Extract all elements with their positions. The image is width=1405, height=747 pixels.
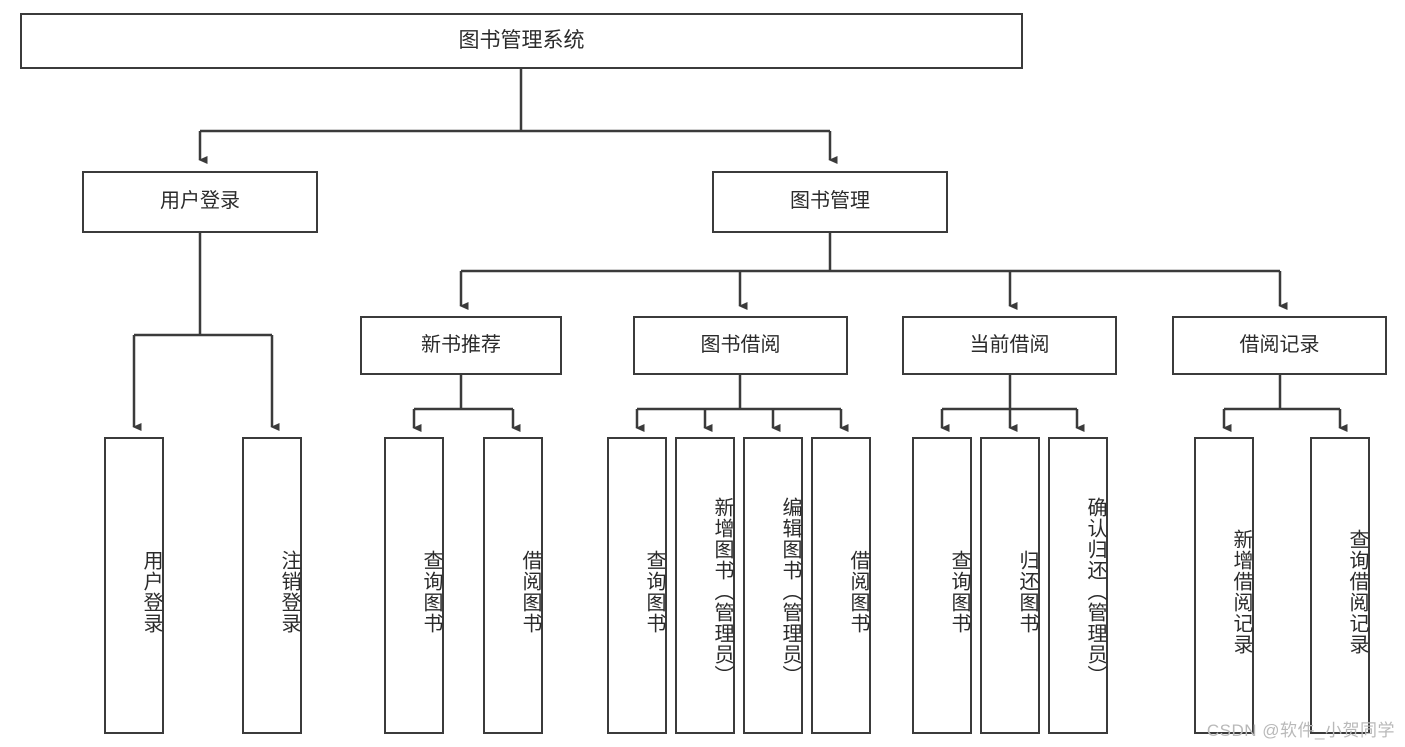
node-label: 查询图书 [420, 549, 442, 634]
node-user-login[interactable]: 用户登录 [82, 171, 318, 233]
node-label: 编辑图书（管理员） [779, 497, 801, 686]
leaf-borrow-add-book-admin[interactable]: 新增图书（管理员） [675, 437, 735, 734]
node-label: 图书借阅 [700, 333, 781, 356]
node-label: 用户登录 [160, 190, 240, 213]
leaf-record-add[interactable]: 新增借阅记录 [1194, 437, 1254, 734]
leaf-record-query[interactable]: 查询借阅记录 [1310, 437, 1370, 734]
node-label: 查询图书 [948, 549, 970, 634]
node-label: 图书管理 [790, 190, 870, 213]
node-label: 当前借阅 [969, 333, 1050, 356]
leaf-borrow-edit-book-admin[interactable]: 编辑图书（管理员） [743, 437, 803, 734]
leaf-borrow-query-book[interactable]: 查询图书 [607, 437, 667, 734]
node-label: 确认归还（管理员） [1084, 497, 1106, 686]
leaf-current-query-book[interactable]: 查询图书 [912, 437, 972, 734]
node-label: 查询借阅记录 [1346, 528, 1368, 655]
leaf-borrow-borrow-book[interactable]: 借阅图书 [811, 437, 871, 734]
leaf-current-return-book[interactable]: 归还图书 [980, 437, 1040, 734]
leaf-new-book-query[interactable]: 查询图书 [384, 437, 444, 734]
leaf-current-confirm-return-admin[interactable]: 确认归还（管理员） [1048, 437, 1108, 734]
node-label: 借阅图书 [519, 549, 541, 634]
watermark: CSDN @软件_小贺同学 [1206, 721, 1395, 740]
node-label: 借阅图书 [847, 549, 869, 634]
node-book-borrow[interactable]: 图书借阅 [633, 316, 848, 375]
node-current-borrow[interactable]: 当前借阅 [902, 316, 1117, 375]
node-label: 图书管理系统 [458, 28, 585, 52]
leaf-user-login-login[interactable]: 用户登录 [104, 437, 164, 734]
node-label: 新增图书（管理员） [711, 497, 733, 686]
node-book-management[interactable]: 图书管理 [712, 171, 948, 233]
node-borrow-record[interactable]: 借阅记录 [1172, 316, 1387, 375]
node-label: 借阅记录 [1239, 333, 1320, 356]
leaf-user-login-logout[interactable]: 注销登录 [242, 437, 302, 734]
node-label: 注销登录 [278, 549, 300, 634]
leaf-new-book-borrow[interactable]: 借阅图书 [483, 437, 543, 734]
node-label: 用户登录 [140, 549, 162, 634]
node-root-system[interactable]: 图书管理系统 [20, 13, 1023, 69]
node-label: 新书推荐 [421, 333, 501, 356]
node-label: 新增借阅记录 [1230, 528, 1252, 655]
node-new-book-recommend[interactable]: 新书推荐 [360, 316, 562, 375]
node-label: 归还图书 [1016, 549, 1038, 634]
node-label: 查询图书 [643, 549, 665, 634]
